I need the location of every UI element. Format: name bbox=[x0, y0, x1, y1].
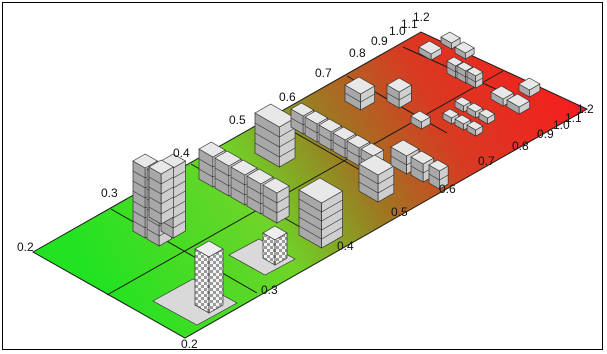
right-axis-label: 0.9 bbox=[537, 127, 554, 141]
figure-frame: 0.2 0.3 0.4 0.5 0.6 0.7 0.8 0.9 1.0 1.1 … bbox=[2, 2, 603, 351]
left-axis-label: 0.8 bbox=[349, 46, 366, 60]
left-axis-label: 0.2 bbox=[17, 240, 34, 254]
right-axis-label: 0.8 bbox=[512, 139, 529, 153]
building-block bbox=[428, 159, 449, 190]
building-block bbox=[418, 40, 443, 61]
building-block bbox=[440, 31, 461, 50]
building-block bbox=[506, 93, 531, 115]
building-block bbox=[344, 76, 376, 111]
right-axis-label: 0.3 bbox=[261, 283, 278, 297]
left-axis-label: 0.4 bbox=[173, 146, 190, 160]
left-axis-label: 0.5 bbox=[229, 113, 246, 127]
left-axis-label: 1.2 bbox=[413, 10, 430, 24]
density-diagram: 0.2 0.3 0.4 0.5 0.6 0.7 0.8 0.9 1.0 1.1 … bbox=[17, 10, 594, 351]
building-block bbox=[148, 159, 175, 225]
building-block bbox=[454, 96, 472, 113]
right-axis-label: 0.7 bbox=[478, 154, 495, 168]
left-axis-label: 0.6 bbox=[279, 90, 296, 104]
building-block bbox=[254, 103, 296, 168]
left-axis-label: 0.3 bbox=[101, 186, 118, 200]
building-block bbox=[386, 77, 413, 109]
building-block bbox=[478, 108, 496, 125]
building-block bbox=[466, 66, 484, 89]
left-axis-label: 1.0 bbox=[389, 24, 406, 38]
building-block bbox=[466, 120, 484, 137]
building-block bbox=[298, 177, 344, 249]
left-axis-label: 0.9 bbox=[371, 34, 388, 48]
left-axis-label: 0.7 bbox=[315, 66, 332, 80]
building-block bbox=[262, 177, 290, 224]
right-axis-label: 0.4 bbox=[337, 239, 354, 253]
right-axis-label: 1.1 bbox=[565, 111, 582, 125]
right-axis-labels: 0.2 0.3 0.4 0.5 0.6 0.7 0.8 0.9 1.0 1.1 … bbox=[181, 102, 594, 351]
building-block bbox=[466, 102, 484, 119]
building-block bbox=[358, 154, 395, 203]
ground-pad bbox=[228, 238, 296, 276]
right-axis-label: 0.5 bbox=[391, 205, 408, 219]
building-block bbox=[410, 110, 431, 130]
checker-tower bbox=[262, 225, 288, 266]
right-axis-label: 0.6 bbox=[439, 182, 456, 196]
building-block bbox=[442, 108, 460, 125]
left-axis-labels: 0.2 0.3 0.4 0.5 0.6 0.7 0.8 0.9 1.0 1.1 … bbox=[17, 10, 430, 254]
right-axis-label: 0.2 bbox=[181, 337, 198, 351]
left-axis-label: 1.1 bbox=[401, 17, 418, 31]
checker-tower bbox=[194, 240, 224, 314]
building-blocks bbox=[132, 31, 541, 249]
right-axis-label: 1.0 bbox=[553, 118, 570, 132]
building-block bbox=[454, 41, 475, 60]
right-axis-label: 1.2 bbox=[577, 102, 594, 116]
building-block bbox=[518, 77, 541, 98]
